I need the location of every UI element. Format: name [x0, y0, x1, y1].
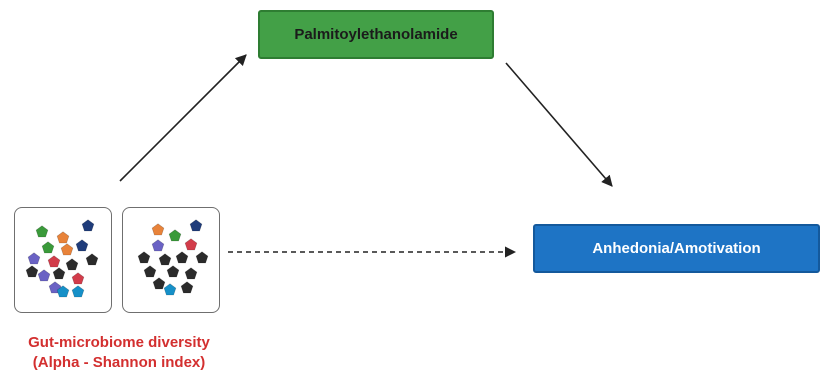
pentagon-microbe-icon [37, 269, 51, 282]
pentagon-microbe-icon [184, 238, 198, 251]
outcome-node: Anhedonia/Amotivation [533, 224, 820, 273]
pentagon-microbe-icon [56, 285, 70, 298]
pentagon-microbe-icon [25, 265, 39, 278]
pentagon-microbe-icon [189, 219, 203, 232]
pentagon-microbe-icon [52, 267, 66, 280]
pentagon-microbe-icon [151, 239, 165, 252]
arrow-mediator-to-outcome [505, 62, 613, 187]
high-diversity-panel [14, 207, 112, 313]
pentagon-microbe-icon [65, 258, 79, 271]
pentagon-microbe-icon [71, 285, 85, 298]
pentagon-microbe-icon [152, 277, 166, 290]
pentagon-microbe-icon [35, 225, 49, 238]
pentagon-microbe-icon [137, 251, 151, 264]
exposure-label-line2: (Alpha - Shannon index) [32, 354, 206, 371]
pentagon-microbe-icon [56, 231, 70, 244]
pentagon-microbe-icon [85, 253, 99, 266]
pentagon-microbe-icon [195, 251, 209, 264]
pentagon-microbe-icon [60, 243, 74, 256]
pentagon-microbe-icon [143, 265, 157, 278]
pentagon-microbe-icon [151, 223, 165, 236]
pentagon-microbe-icon [168, 229, 182, 242]
microbe-cluster-high [25, 219, 99, 298]
exposure-label: Gut-microbiome diversity (Alpha - Shanno… [0, 333, 238, 373]
pentagon-microbe-icon [41, 241, 55, 254]
pentagon-microbe-icon [175, 251, 189, 264]
pentagon-microbe-icon [163, 283, 177, 296]
low-diversity-panel [122, 207, 220, 313]
pentagon-microbe-icon [166, 265, 180, 278]
pentagon-microbe-icon [184, 267, 198, 280]
pentagon-microbe-icon [75, 239, 89, 252]
exposure-label-line1: Gut-microbiome diversity [28, 334, 210, 351]
mediator-node: Palmitoylethanolamide [258, 10, 494, 59]
pentagon-microbe-icon [71, 272, 85, 285]
mediator-label: Palmitoylethanolamide [294, 26, 458, 43]
pentagon-microbe-icon [180, 281, 194, 294]
pentagon-microbe-icon [81, 219, 95, 232]
outcome-label: Anhedonia/Amotivation [592, 240, 761, 257]
microbe-cluster-low [137, 219, 209, 296]
arrow-exposure-to-mediator [119, 54, 247, 182]
pentagon-microbe-icon [158, 253, 172, 266]
pentagon-microbe-icon [27, 252, 41, 265]
pentagon-microbe-icon [47, 255, 61, 268]
